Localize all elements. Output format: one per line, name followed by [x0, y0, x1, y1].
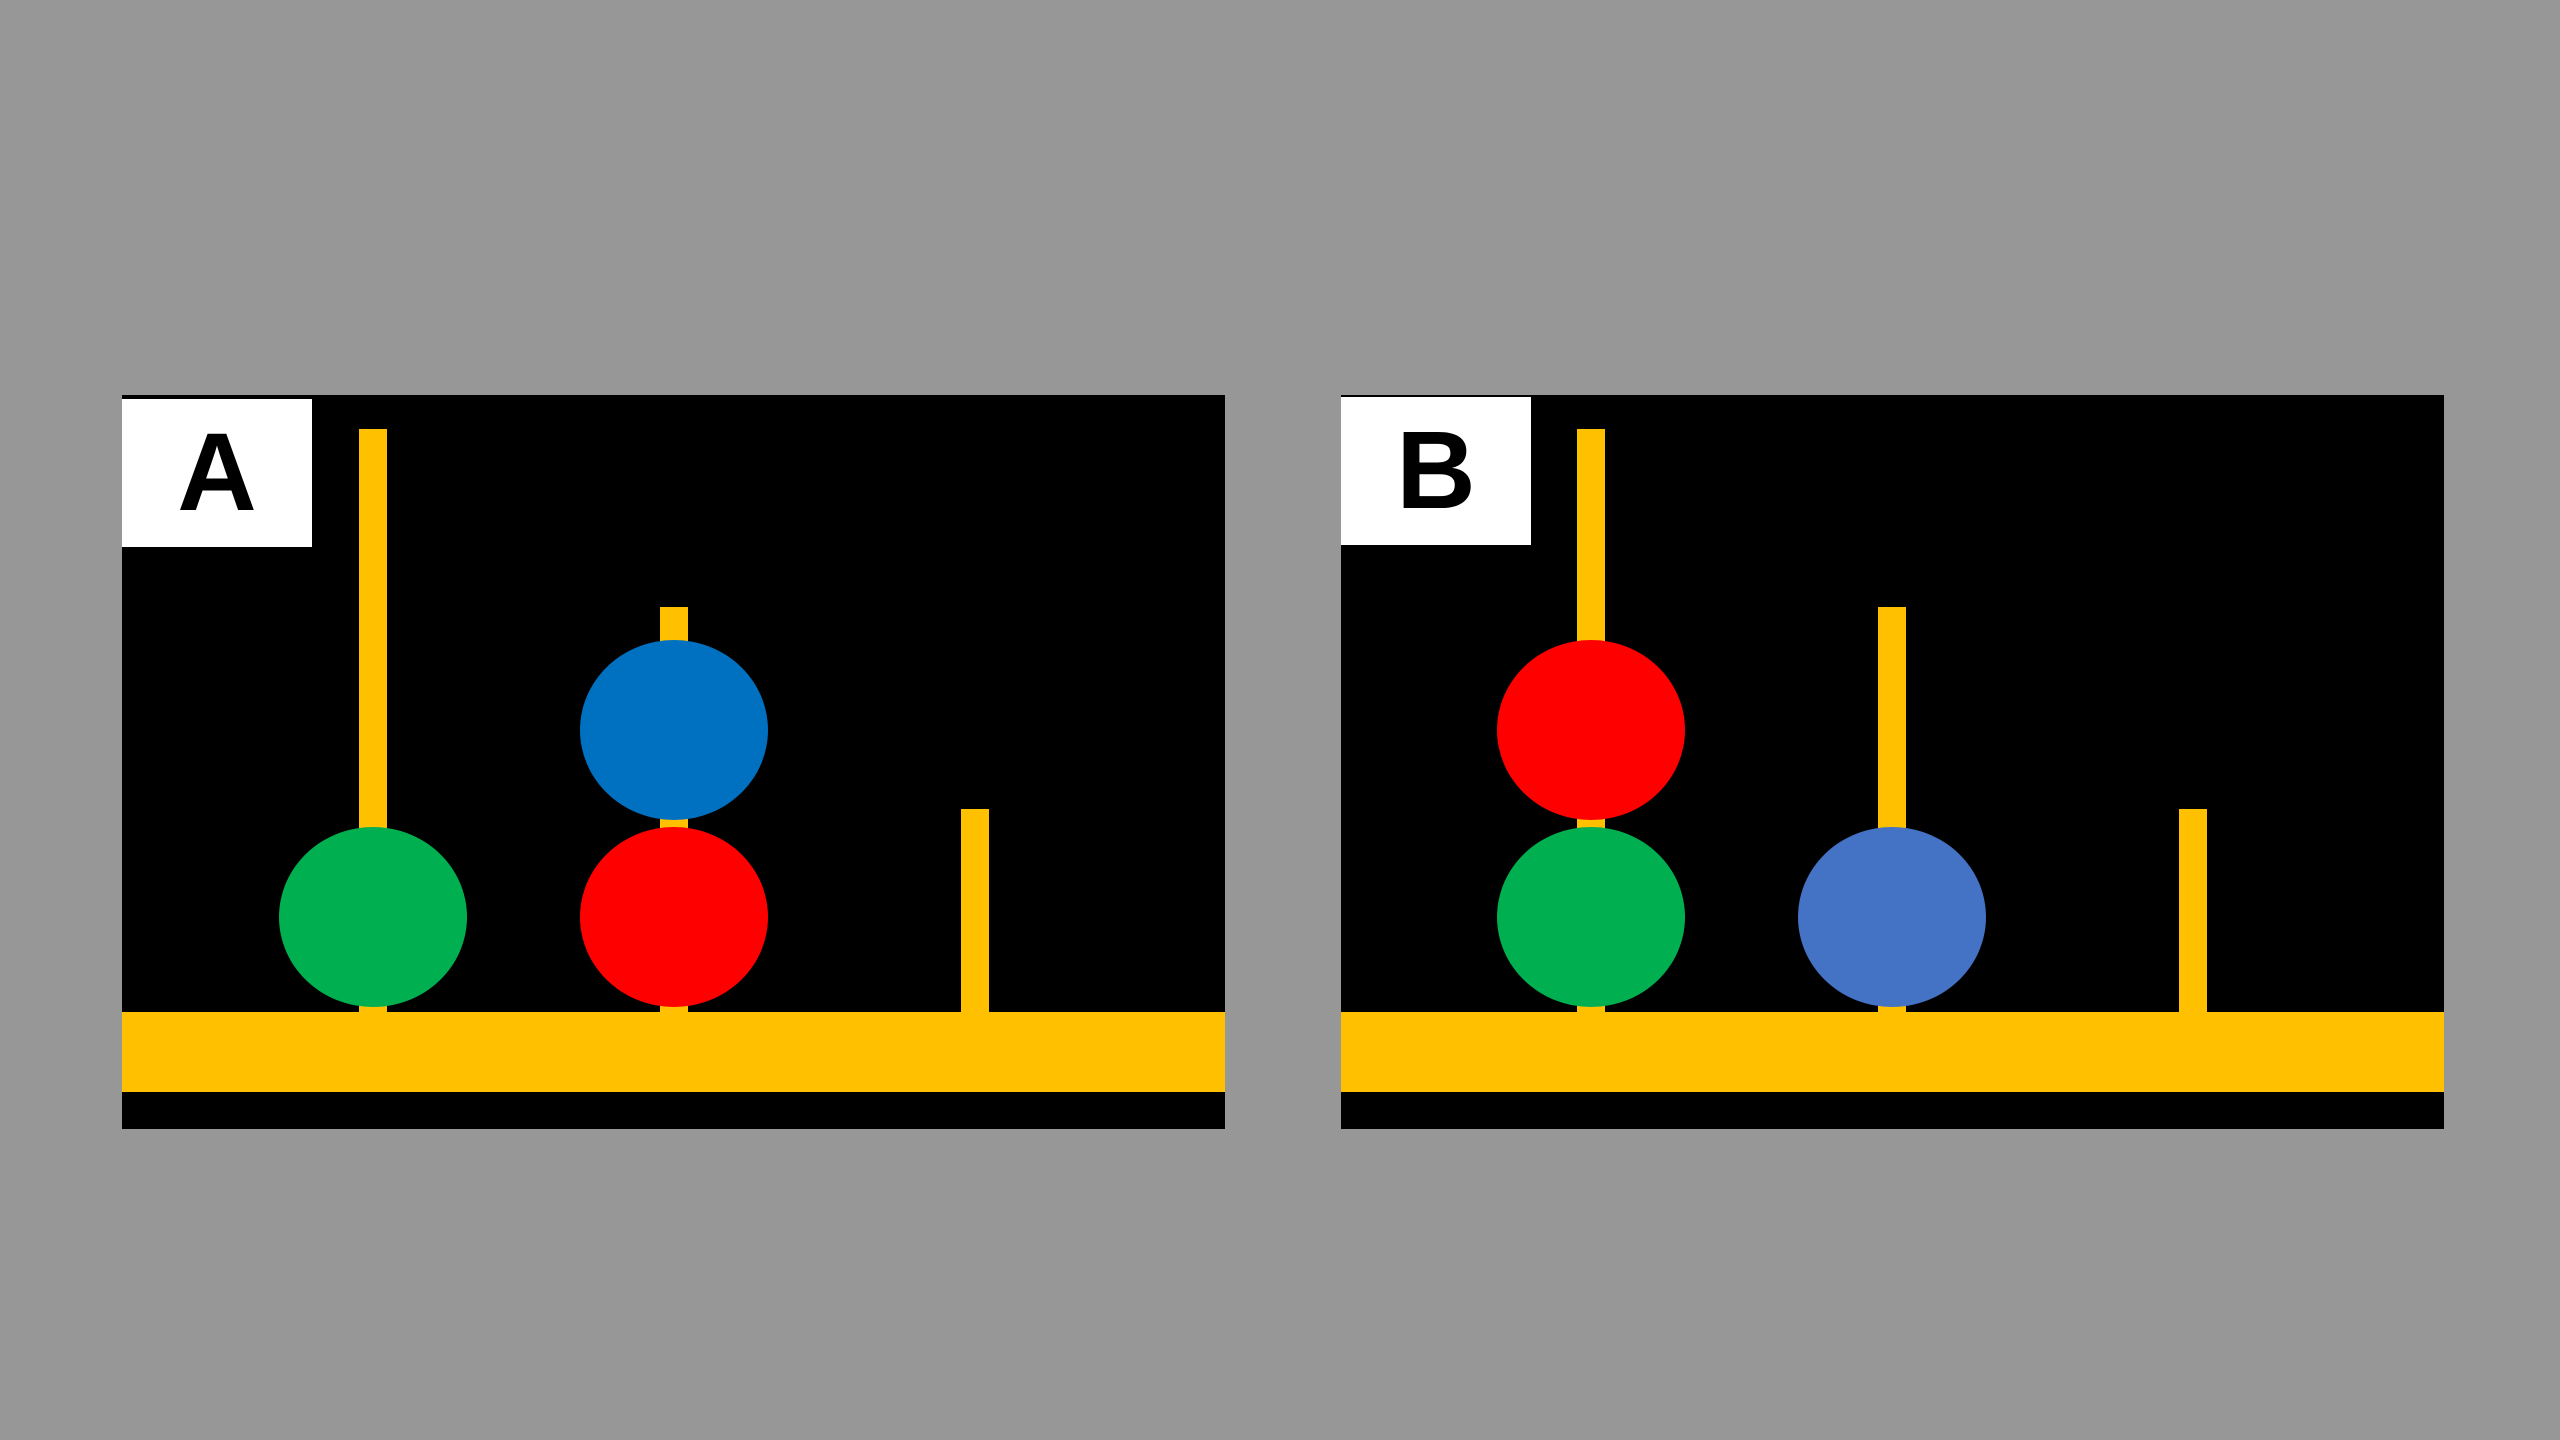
ball-green	[1497, 827, 1685, 1007]
panel-label-a: A	[122, 399, 312, 547]
panel-a: A	[122, 395, 1225, 1129]
ball-red	[580, 827, 768, 1007]
ball-red	[1497, 640, 1685, 820]
ball-blue	[580, 640, 768, 820]
base-bar	[122, 1012, 1225, 1092]
ball-green	[279, 827, 467, 1007]
base-bar	[1341, 1012, 2444, 1092]
panel-b: B	[1341, 395, 2444, 1129]
peg-right	[961, 809, 989, 1029]
ball-blue	[1798, 827, 1986, 1007]
peg-right	[2179, 809, 2207, 1029]
panel-label-b: B	[1341, 397, 1531, 545]
